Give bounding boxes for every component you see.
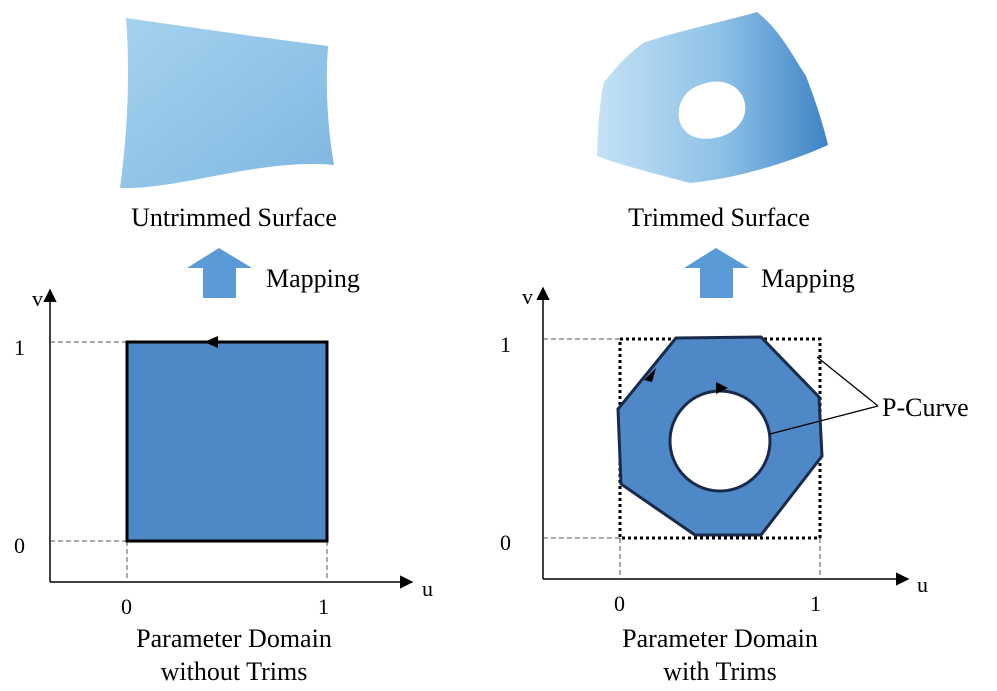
outer-loop-direction-arrow-icon (644, 368, 656, 382)
left-tick-u0: 0 (121, 594, 132, 619)
untrimmed-surface-caption: Untrimmed Surface (131, 203, 337, 232)
right-mapping-arrow-icon (684, 248, 749, 298)
untrimmed-surface (120, 18, 334, 189)
left-boundary-direction-arrow-icon (204, 336, 218, 348)
left-mapping-group: Mapping (187, 248, 360, 298)
right-tick-v1: 1 (500, 332, 511, 357)
right-u-axis-label: u (917, 572, 928, 597)
inner-loop-direction-arrow-icon (716, 382, 728, 394)
trimmed-surface (597, 12, 828, 183)
right-tick-u1: 1 (810, 591, 821, 616)
right-domain-caption-line1: Parameter Domain (622, 624, 818, 653)
left-domain-caption-line1: Parameter Domain (136, 624, 332, 653)
left-u-axis-label: u (422, 576, 433, 601)
left-tick-v0: 0 (14, 533, 25, 558)
right-mapping-label: Mapping (761, 264, 855, 293)
left-v-axis-label: v (32, 286, 43, 311)
right-mapping-group: Mapping (684, 248, 855, 298)
right-tick-v0: 0 (500, 530, 511, 555)
untrimmed-domain-square (125, 340, 329, 543)
left-domain-caption-line2: without Trims (161, 657, 308, 686)
pcurve-leader-inner (769, 405, 879, 435)
pcurve-leader-outer (816, 356, 879, 407)
trimmed-surface-group: Trimmed Surface (597, 12, 828, 232)
left-tick-v1: 1 (14, 335, 25, 360)
right-v-axis-label: v (522, 284, 533, 309)
left-mapping-arrow-icon (187, 248, 252, 298)
right-tick-u0: 0 (614, 591, 625, 616)
trimmed-surface-caption: Trimmed Surface (628, 203, 810, 232)
trimmed-domain-shape (616, 335, 824, 537)
left-tick-u1: 1 (318, 594, 329, 619)
right-domain-caption-line2: with Trims (663, 657, 776, 686)
right-parameter-domain: v u 1 0 0 1 P-Curve Parameter Domain wit… (500, 284, 969, 686)
left-mapping-label: Mapping (266, 264, 360, 293)
pcurve-label: P-Curve (882, 393, 969, 422)
left-parameter-domain: v u 1 0 0 1 Parameter Domain without Tri… (14, 286, 433, 686)
untrimmed-surface-group: Untrimmed Surface (120, 18, 337, 232)
